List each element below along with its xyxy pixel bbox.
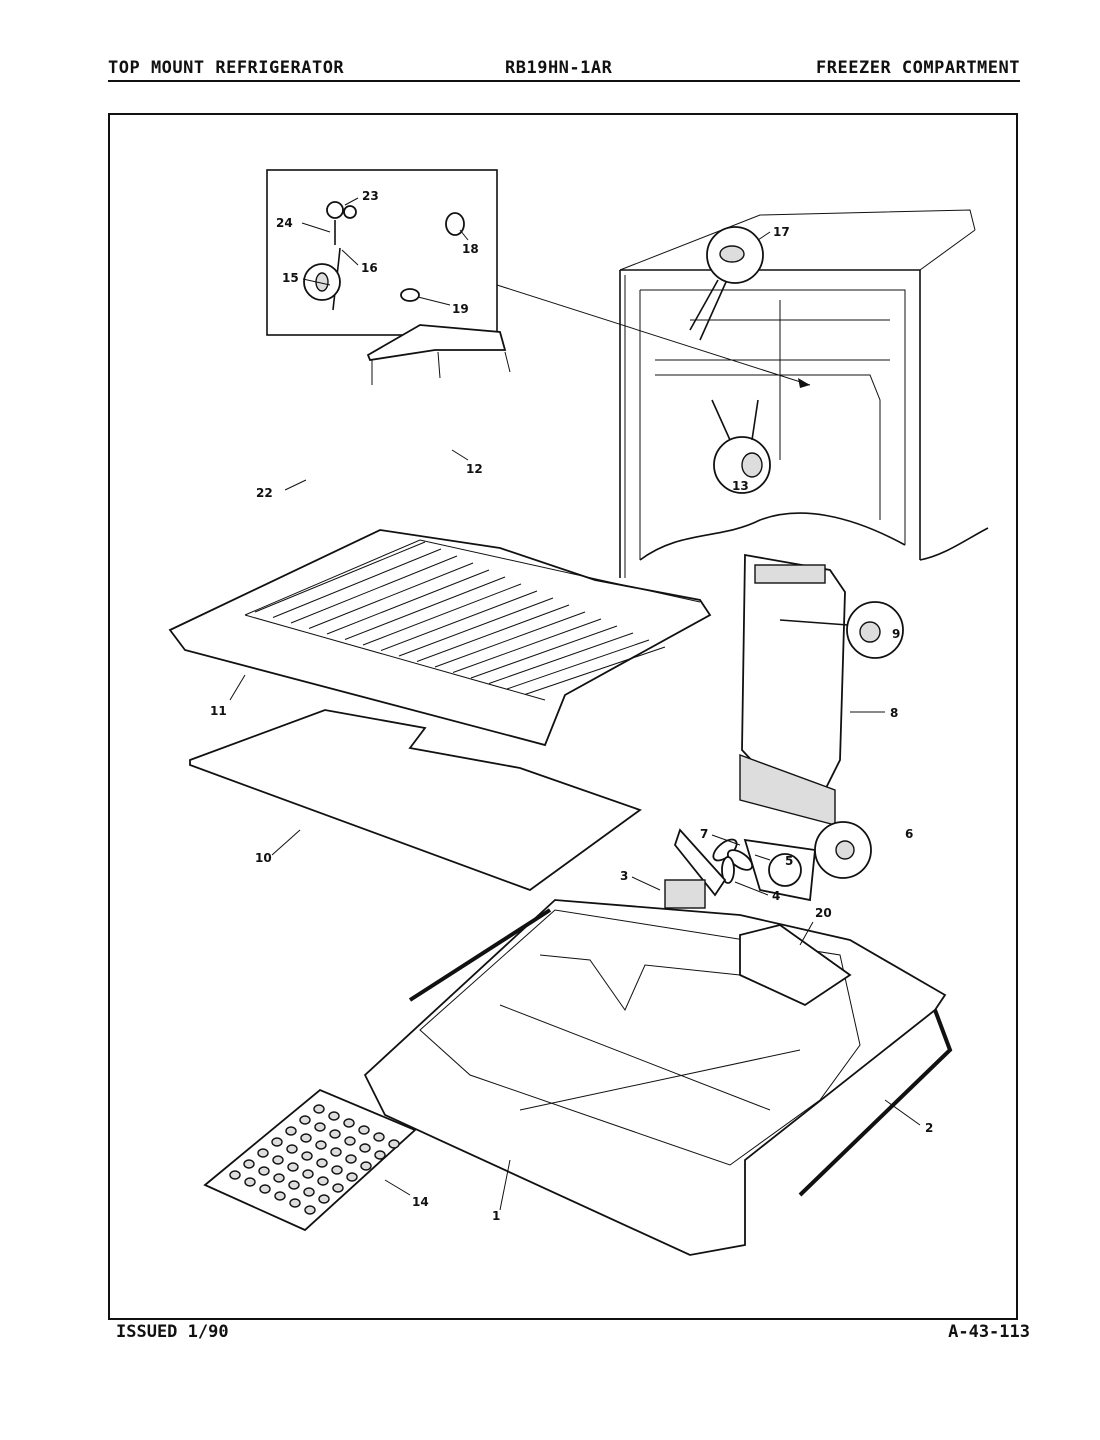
- header-rule: [108, 80, 1020, 82]
- tray-cell: [314, 1122, 326, 1132]
- tray-cell: [328, 1111, 340, 1121]
- shelf-slat: [452, 618, 602, 673]
- inset-box: [266, 169, 811, 388]
- shelf-slat: [398, 597, 554, 657]
- tray-cell: [302, 1169, 314, 1179]
- callout-10: 10: [255, 851, 272, 865]
- tray-cell: [289, 1198, 301, 1208]
- callout-1: 1: [492, 1209, 500, 1223]
- callout-4: 4: [772, 889, 780, 903]
- header-section: FREEZER COMPARTMENT: [816, 58, 1020, 78]
- fan-assembly: [664, 821, 872, 909]
- callout-15: 15: [282, 271, 299, 285]
- shelf-slat: [362, 583, 522, 646]
- tray-cell: [286, 1144, 298, 1154]
- tray-cell: [229, 1170, 241, 1180]
- callout-7: 7: [700, 827, 708, 841]
- tray-cell: [288, 1180, 300, 1190]
- tray-cell: [304, 1205, 316, 1215]
- tray-cell: [360, 1161, 372, 1171]
- tray-cell: [331, 1165, 343, 1175]
- callout-23: 23: [362, 189, 379, 203]
- callout-17: 17: [773, 225, 790, 239]
- tray-cell: [287, 1162, 299, 1172]
- shelf-slat: [524, 646, 666, 695]
- callout-24: 24: [276, 216, 293, 230]
- shelf-slat: [506, 639, 650, 690]
- tray-cell: [332, 1183, 344, 1193]
- diagram-frame: [108, 113, 1018, 1320]
- shelf-slat: [380, 590, 538, 651]
- callout-14: 14: [412, 1195, 429, 1209]
- tray-cell: [259, 1184, 271, 1194]
- shelf-slat: [416, 604, 570, 662]
- tray-cell: [329, 1129, 341, 1139]
- callout-19: 19: [452, 302, 469, 316]
- tray-cell: [318, 1194, 330, 1204]
- tray-cell: [271, 1137, 283, 1147]
- callout-16: 16: [361, 261, 378, 275]
- freezer-cabinet: [619, 209, 989, 578]
- shelf-slat: [308, 562, 474, 629]
- tray-cell: [388, 1139, 400, 1149]
- tray-cell: [373, 1132, 385, 1142]
- callout-9: 9: [892, 627, 900, 641]
- tray-cell: [243, 1159, 255, 1169]
- tray-cell: [344, 1136, 356, 1146]
- base-pan-1: [363, 899, 953, 1256]
- tray-cell: [313, 1104, 325, 1114]
- ice-tray-14: [203, 1088, 417, 1232]
- tray-cell: [273, 1173, 285, 1183]
- tray-cell: [303, 1187, 315, 1197]
- leader-lines: [229, 197, 921, 1211]
- tray-cell: [346, 1172, 358, 1182]
- callout-18: 18: [462, 242, 479, 256]
- callout-11: 11: [210, 704, 227, 718]
- tray-cell: [300, 1133, 312, 1143]
- shelf-slat: [434, 611, 586, 668]
- tray-cell: [301, 1151, 313, 1161]
- tray-cell: [244, 1177, 256, 1187]
- callout-2: 2: [925, 1121, 933, 1135]
- callout-3: 3: [620, 869, 628, 883]
- tray-cell: [359, 1143, 371, 1153]
- callout-8: 8: [890, 706, 898, 720]
- shelf-slat: [344, 576, 506, 640]
- tray-cell: [343, 1118, 355, 1128]
- shelf-11: [168, 529, 712, 747]
- shelf-slat: [488, 632, 634, 684]
- footer-issued: ISSUED 1/90: [116, 1322, 229, 1342]
- tray-cell: [317, 1176, 329, 1186]
- callout-13: 13: [732, 479, 749, 493]
- shelf-slat: [290, 555, 458, 624]
- header-model: RB19HN-1AR: [505, 58, 613, 78]
- header-title: TOP MOUNT REFRIGERATOR: [108, 58, 345, 78]
- callout-12: 12: [466, 462, 483, 476]
- duct-8: [739, 553, 904, 826]
- shelf-slat: [254, 541, 426, 613]
- callout-6: 6: [905, 827, 913, 841]
- tray-cell: [257, 1148, 269, 1158]
- tray-cell: [272, 1155, 284, 1165]
- tray-cell: [345, 1154, 357, 1164]
- shelf-slat: [272, 548, 442, 618]
- tray-cell: [274, 1191, 286, 1201]
- tray-cell: [330, 1147, 342, 1157]
- tray-cell: [374, 1150, 386, 1160]
- tray-cell: [316, 1158, 328, 1168]
- tray-cell: [299, 1115, 311, 1125]
- callout-22: 22: [256, 486, 273, 500]
- tray-cell: [358, 1125, 370, 1135]
- tray-cell: [315, 1140, 327, 1150]
- bracket-12: [303, 263, 511, 385]
- callout-20: 20: [815, 906, 832, 920]
- shelf-slat: [470, 625, 618, 679]
- footer-code: A-43-113: [948, 1322, 1030, 1342]
- callout-5: 5: [785, 854, 793, 868]
- panel-10: [189, 709, 642, 892]
- tray-cell: [285, 1126, 297, 1136]
- tray-cell: [258, 1166, 270, 1176]
- shelf-slat: [326, 569, 490, 635]
